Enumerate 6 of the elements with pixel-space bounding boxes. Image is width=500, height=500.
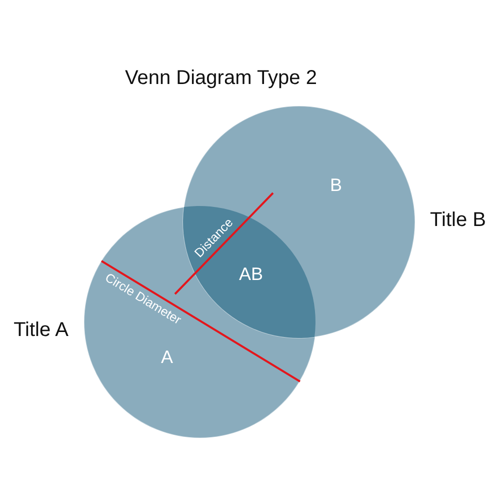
set-title: Title B xyxy=(430,210,486,230)
set-title: Title A xyxy=(14,320,68,340)
set-label: A xyxy=(161,348,173,366)
set-label: AB xyxy=(239,265,263,283)
set-label: B xyxy=(330,176,342,194)
diagram-title: Venn Diagram Type 2 xyxy=(125,68,317,88)
